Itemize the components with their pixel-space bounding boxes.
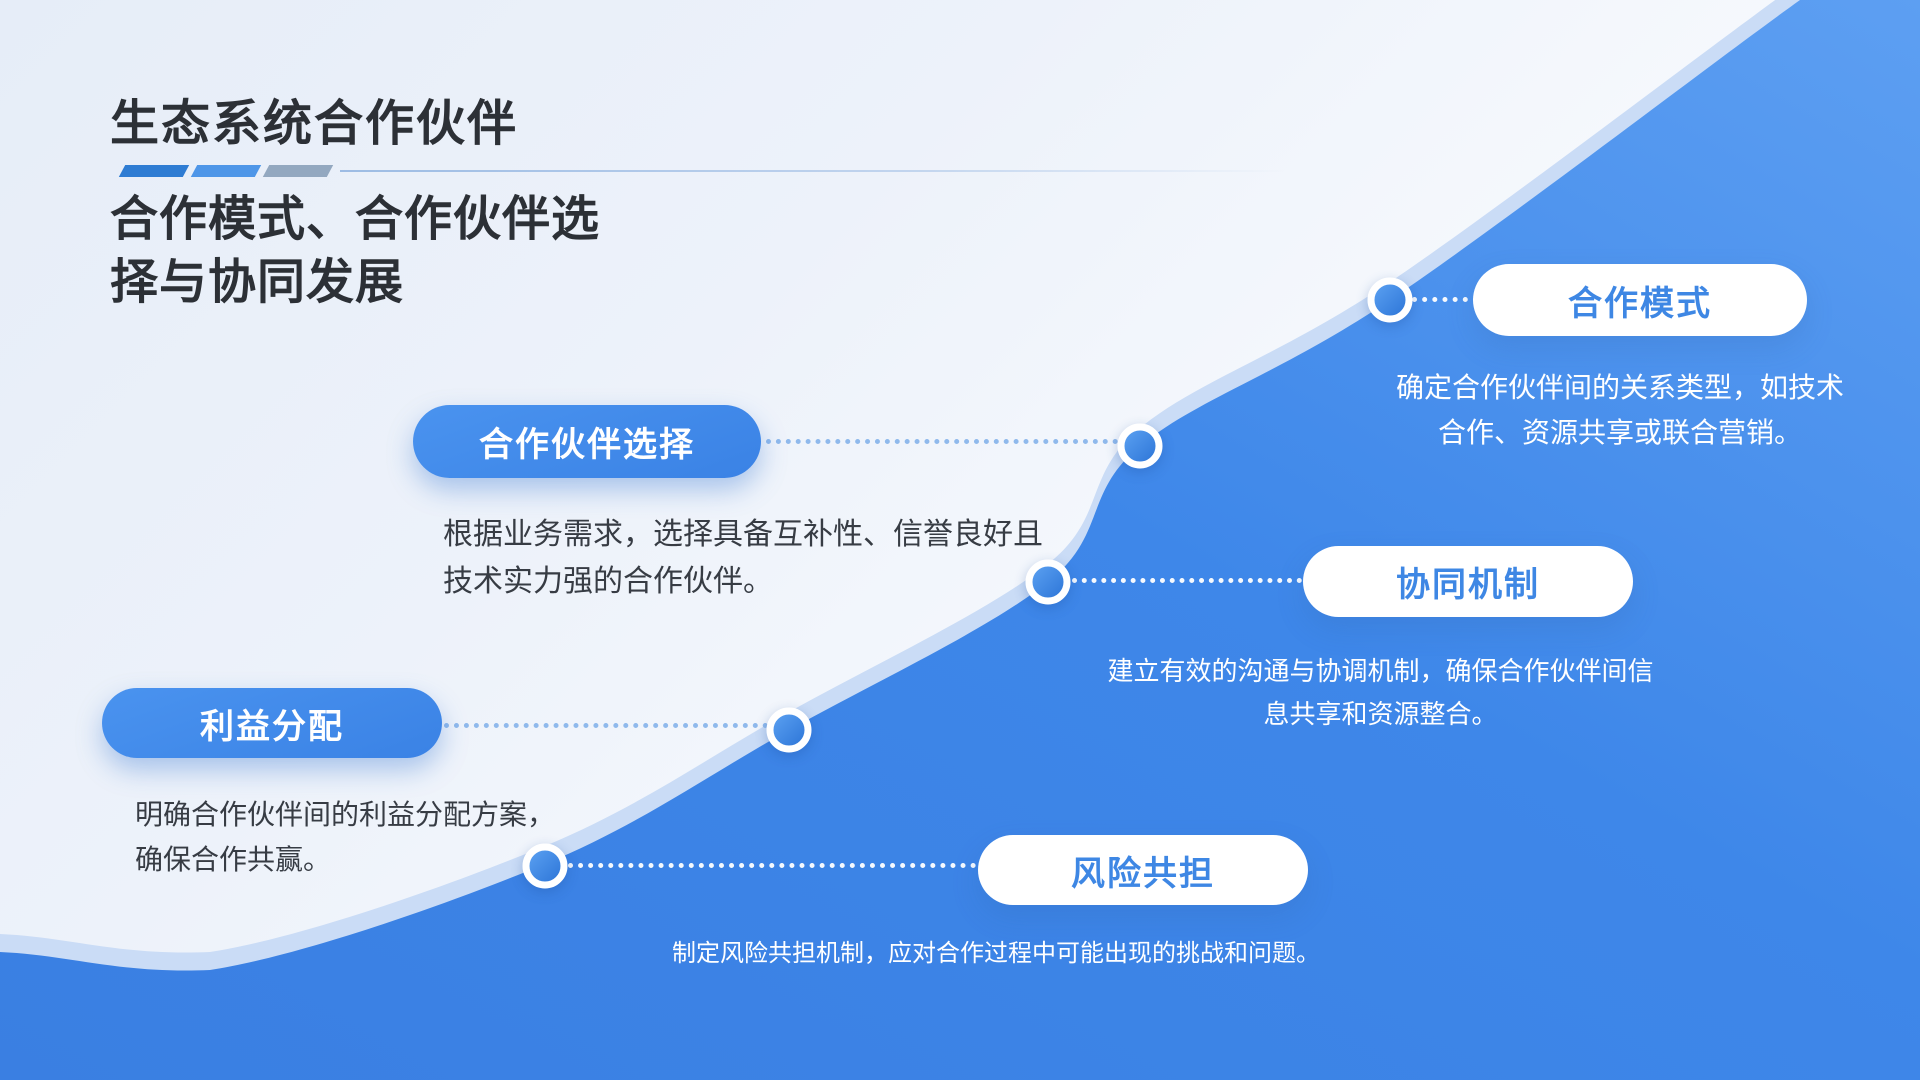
- title-dash-gray: [262, 165, 334, 177]
- page-title: 生态系统合作伙伴: [110, 97, 519, 151]
- curve-node: [1117, 423, 1163, 469]
- title-dash-dark: [118, 165, 190, 177]
- title-rule-line: [340, 170, 1285, 172]
- curve-node: [1367, 277, 1413, 323]
- step-connector: [568, 863, 976, 868]
- curve-node: [766, 707, 812, 753]
- step-pill-label: 利益分配: [200, 707, 344, 746]
- title-dash-mid: [190, 165, 262, 177]
- step-pill-partner-selection: 合作伙伴选择: [413, 405, 761, 478]
- step-pill-label: 协同机制: [1396, 566, 1540, 604]
- step-description: 确定合作伙伴间的关系类型，如技术 合作、资源共享或联合营销。: [1395, 372, 1844, 448]
- step-pill-label: 合作模式: [1568, 284, 1712, 323]
- page-subtitle: 合作模式、合作伙伴选 择与协同发展: [110, 193, 601, 310]
- step-pill-cooperation-model: 合作模式: [1473, 264, 1807, 336]
- step-connector: [1072, 578, 1302, 583]
- step-description: 根据业务需求，选择具备互补性、信誉良好且 技术实力强的合作伙伴。: [443, 518, 1043, 598]
- step-connector: [1412, 297, 1478, 302]
- step-pill-synergy-mechanism: 协同机制: [1303, 546, 1633, 617]
- curve-node: [1025, 559, 1071, 605]
- step-pill-risk-sharing: 风险共担: [978, 835, 1308, 905]
- step-description: 建立有效的沟通与协调机制，确保合作伙伴间信 息共享和资源整合。: [1107, 656, 1654, 729]
- step-pill-benefit-distribution: 利益分配: [102, 688, 442, 758]
- step-connector: [444, 723, 788, 728]
- step-description: 明确合作伙伴间的利益分配方案， 确保合作共赢。: [135, 799, 556, 875]
- step-pill-label: 合作伙伴选择: [479, 426, 695, 464]
- curve-node: [522, 843, 568, 889]
- step-pill-label: 风险共担: [1071, 854, 1215, 893]
- step-connector: [766, 439, 1118, 444]
- step-description: 制定风险共担机制，应对合作过程中可能出现的挑战和问题。: [672, 940, 1320, 967]
